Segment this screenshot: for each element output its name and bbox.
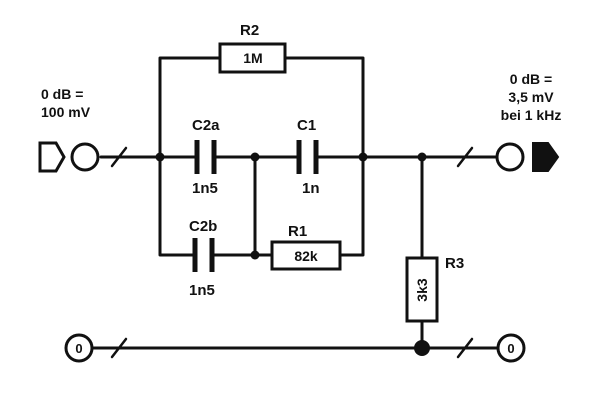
wire-break-mark xyxy=(110,337,128,359)
wire-break-mark xyxy=(456,337,474,359)
r1-branch-wire xyxy=(338,155,365,257)
junction-dot xyxy=(250,250,260,260)
wire-break-mark xyxy=(110,146,128,168)
ground-terminal-right xyxy=(496,333,526,363)
capacitor-c1 xyxy=(296,140,319,174)
junction-dot xyxy=(155,152,165,162)
r2-loop-wire xyxy=(158,56,365,159)
wire-break-mark xyxy=(456,146,474,168)
input-terminal xyxy=(70,142,100,172)
resistor-r3 xyxy=(405,256,439,323)
input-level-line1: 0 dB = xyxy=(41,86,83,102)
r3-ref-label: R3 xyxy=(445,255,464,272)
junction-dot xyxy=(358,152,368,162)
r2-ref-label: R2 xyxy=(240,22,259,39)
ground-terminal-left xyxy=(64,333,94,363)
c1-ref-label: C1 xyxy=(297,117,316,134)
capacitor-c2a xyxy=(194,140,217,174)
output-level-line3: bei 1 kHz xyxy=(501,107,562,123)
output-level-line2: 3,5 mV xyxy=(508,89,554,105)
capacitor-c2b xyxy=(192,238,215,272)
output-arrow-icon xyxy=(532,142,560,172)
junction-dot xyxy=(250,152,260,162)
c2b-ref-label: C2b xyxy=(189,218,217,235)
resistor-r2 xyxy=(218,42,287,74)
r1-ref-label: R1 xyxy=(288,223,307,240)
input-arrow-icon xyxy=(38,141,66,173)
r2-value-label: 1M xyxy=(243,50,262,66)
c2b-branch-wire xyxy=(158,155,274,257)
r1-value-label: 82k xyxy=(294,248,318,264)
c2a-value-label: 1n5 xyxy=(192,180,218,197)
resistor-r1 xyxy=(270,240,342,271)
ground-junction-dot xyxy=(414,340,430,356)
output-level-line1: 0 dB = xyxy=(510,71,552,87)
c1-value-label: 1n xyxy=(302,180,320,197)
ground-terminal-left-label: 0 xyxy=(75,341,82,356)
r3-value-label: 3k3 xyxy=(414,278,430,302)
c2a-ref-label: C2a xyxy=(192,117,220,134)
ground-terminal-right-label: 0 xyxy=(507,341,514,356)
input-level-line2: 100 mV xyxy=(41,104,91,120)
c2b-value-label: 1n5 xyxy=(189,282,215,299)
output-terminal xyxy=(495,142,525,172)
junction-dot xyxy=(417,152,427,162)
